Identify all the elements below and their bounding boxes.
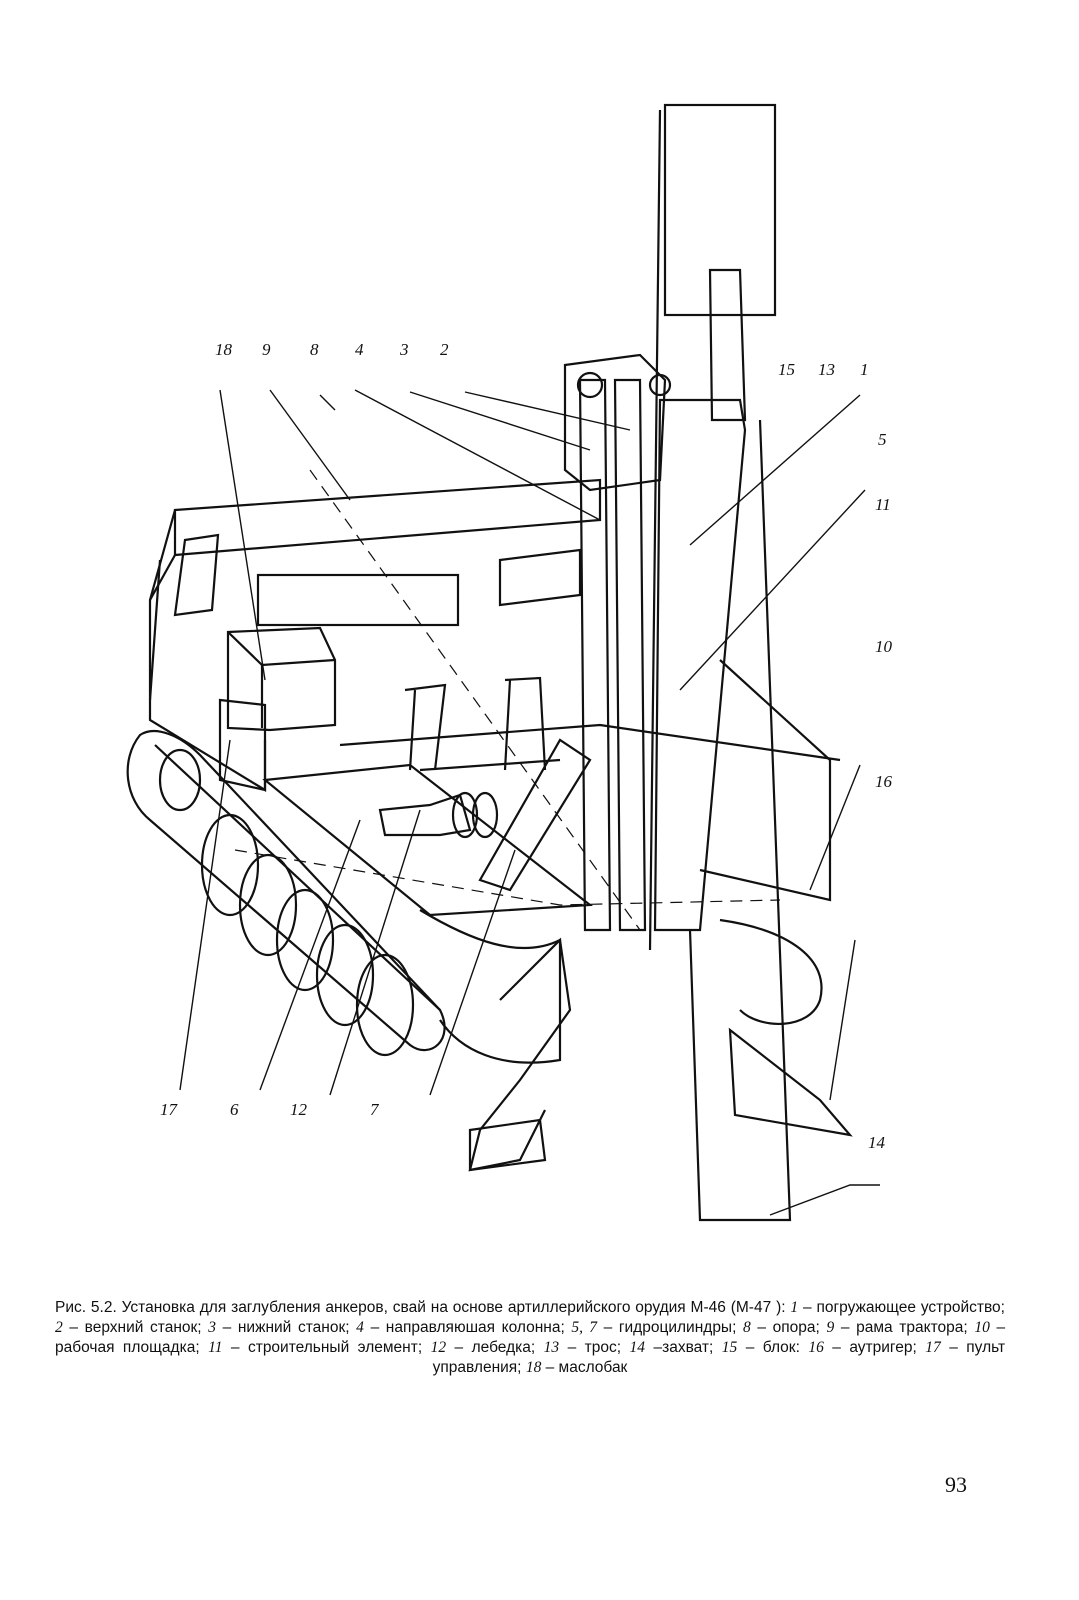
caption-item: 17 – пульт управления;	[432, 1339, 1006, 1376]
caption-item: 11 – строительный элемент;	[208, 1339, 423, 1356]
caption-title: Рис. 5.2. Установка для заглубления анке…	[55, 1299, 786, 1316]
cab-roof	[173, 478, 602, 557]
caption-item: 14 –захват;	[629, 1339, 714, 1356]
caption-item: 13 – трос;	[543, 1339, 622, 1356]
caption-item: 4 – направляюшая колонна;	[356, 1319, 565, 1336]
callout-11: 11	[875, 495, 891, 514]
callout-8: 8	[310, 340, 319, 359]
caption-item: 1 – погружающее устройство;	[790, 1299, 1005, 1316]
callout-12: 12	[290, 1100, 307, 1119]
callout-16: 16	[875, 772, 892, 791]
cab-window	[173, 533, 220, 617]
grip	[728, 1027, 853, 1137]
driver-head	[663, 103, 777, 317]
winch	[378, 793, 472, 837]
caption-item: 8 – опора;	[743, 1319, 820, 1336]
callout-13: 13	[818, 360, 835, 379]
caption-item: 9 – рама трактора;	[826, 1319, 968, 1336]
track	[126, 730, 446, 1052]
cab-side-window-1	[256, 573, 460, 627]
outrigger	[699, 659, 832, 902]
caption-item: 12 – лебедка;	[430, 1339, 536, 1356]
callout-17: 17	[160, 1100, 177, 1119]
callout-1: 1	[860, 360, 869, 379]
callout-5: 5	[878, 430, 887, 449]
guide-column	[578, 378, 612, 932]
caption-item: 5, 7 – гидроцилиндры;	[571, 1319, 737, 1336]
callout-4: 4	[355, 340, 364, 359]
caption-item: 18 – маслобак	[525, 1359, 628, 1376]
road-wheel	[200, 813, 260, 917]
callout-9: 9	[262, 340, 271, 359]
caption-item: 15 – блок:	[721, 1339, 800, 1356]
caption-item: 3 – нижний станок;	[208, 1319, 350, 1336]
technical-drawing	[126, 103, 880, 1222]
callout-14: 14	[868, 1133, 885, 1152]
oil-tank	[226, 626, 337, 732]
cab-side-window-2	[498, 548, 582, 607]
figure-caption: Рис. 5.2. Установка для заглубления анке…	[55, 1298, 1005, 1378]
hydraulic-cylinder	[478, 738, 592, 892]
pile-element	[653, 398, 747, 932]
callout-7: 7	[370, 1100, 379, 1119]
page-number: 93	[945, 1472, 967, 1497]
caption-item: 16 – аутригер;	[808, 1339, 917, 1356]
caption-item: 10 – рабочая площадка;	[55, 1319, 1006, 1356]
callout-3: 3	[400, 340, 409, 359]
callout-6: 6	[230, 1100, 239, 1119]
callout-2: 2	[440, 340, 449, 359]
control-panel	[218, 698, 267, 792]
caption-item: 2 – верхний станок;	[55, 1319, 202, 1336]
working-platform	[262, 763, 593, 917]
callout-15: 15	[778, 360, 795, 379]
callout-10: 10	[875, 637, 892, 656]
callout-18: 18	[215, 340, 232, 359]
